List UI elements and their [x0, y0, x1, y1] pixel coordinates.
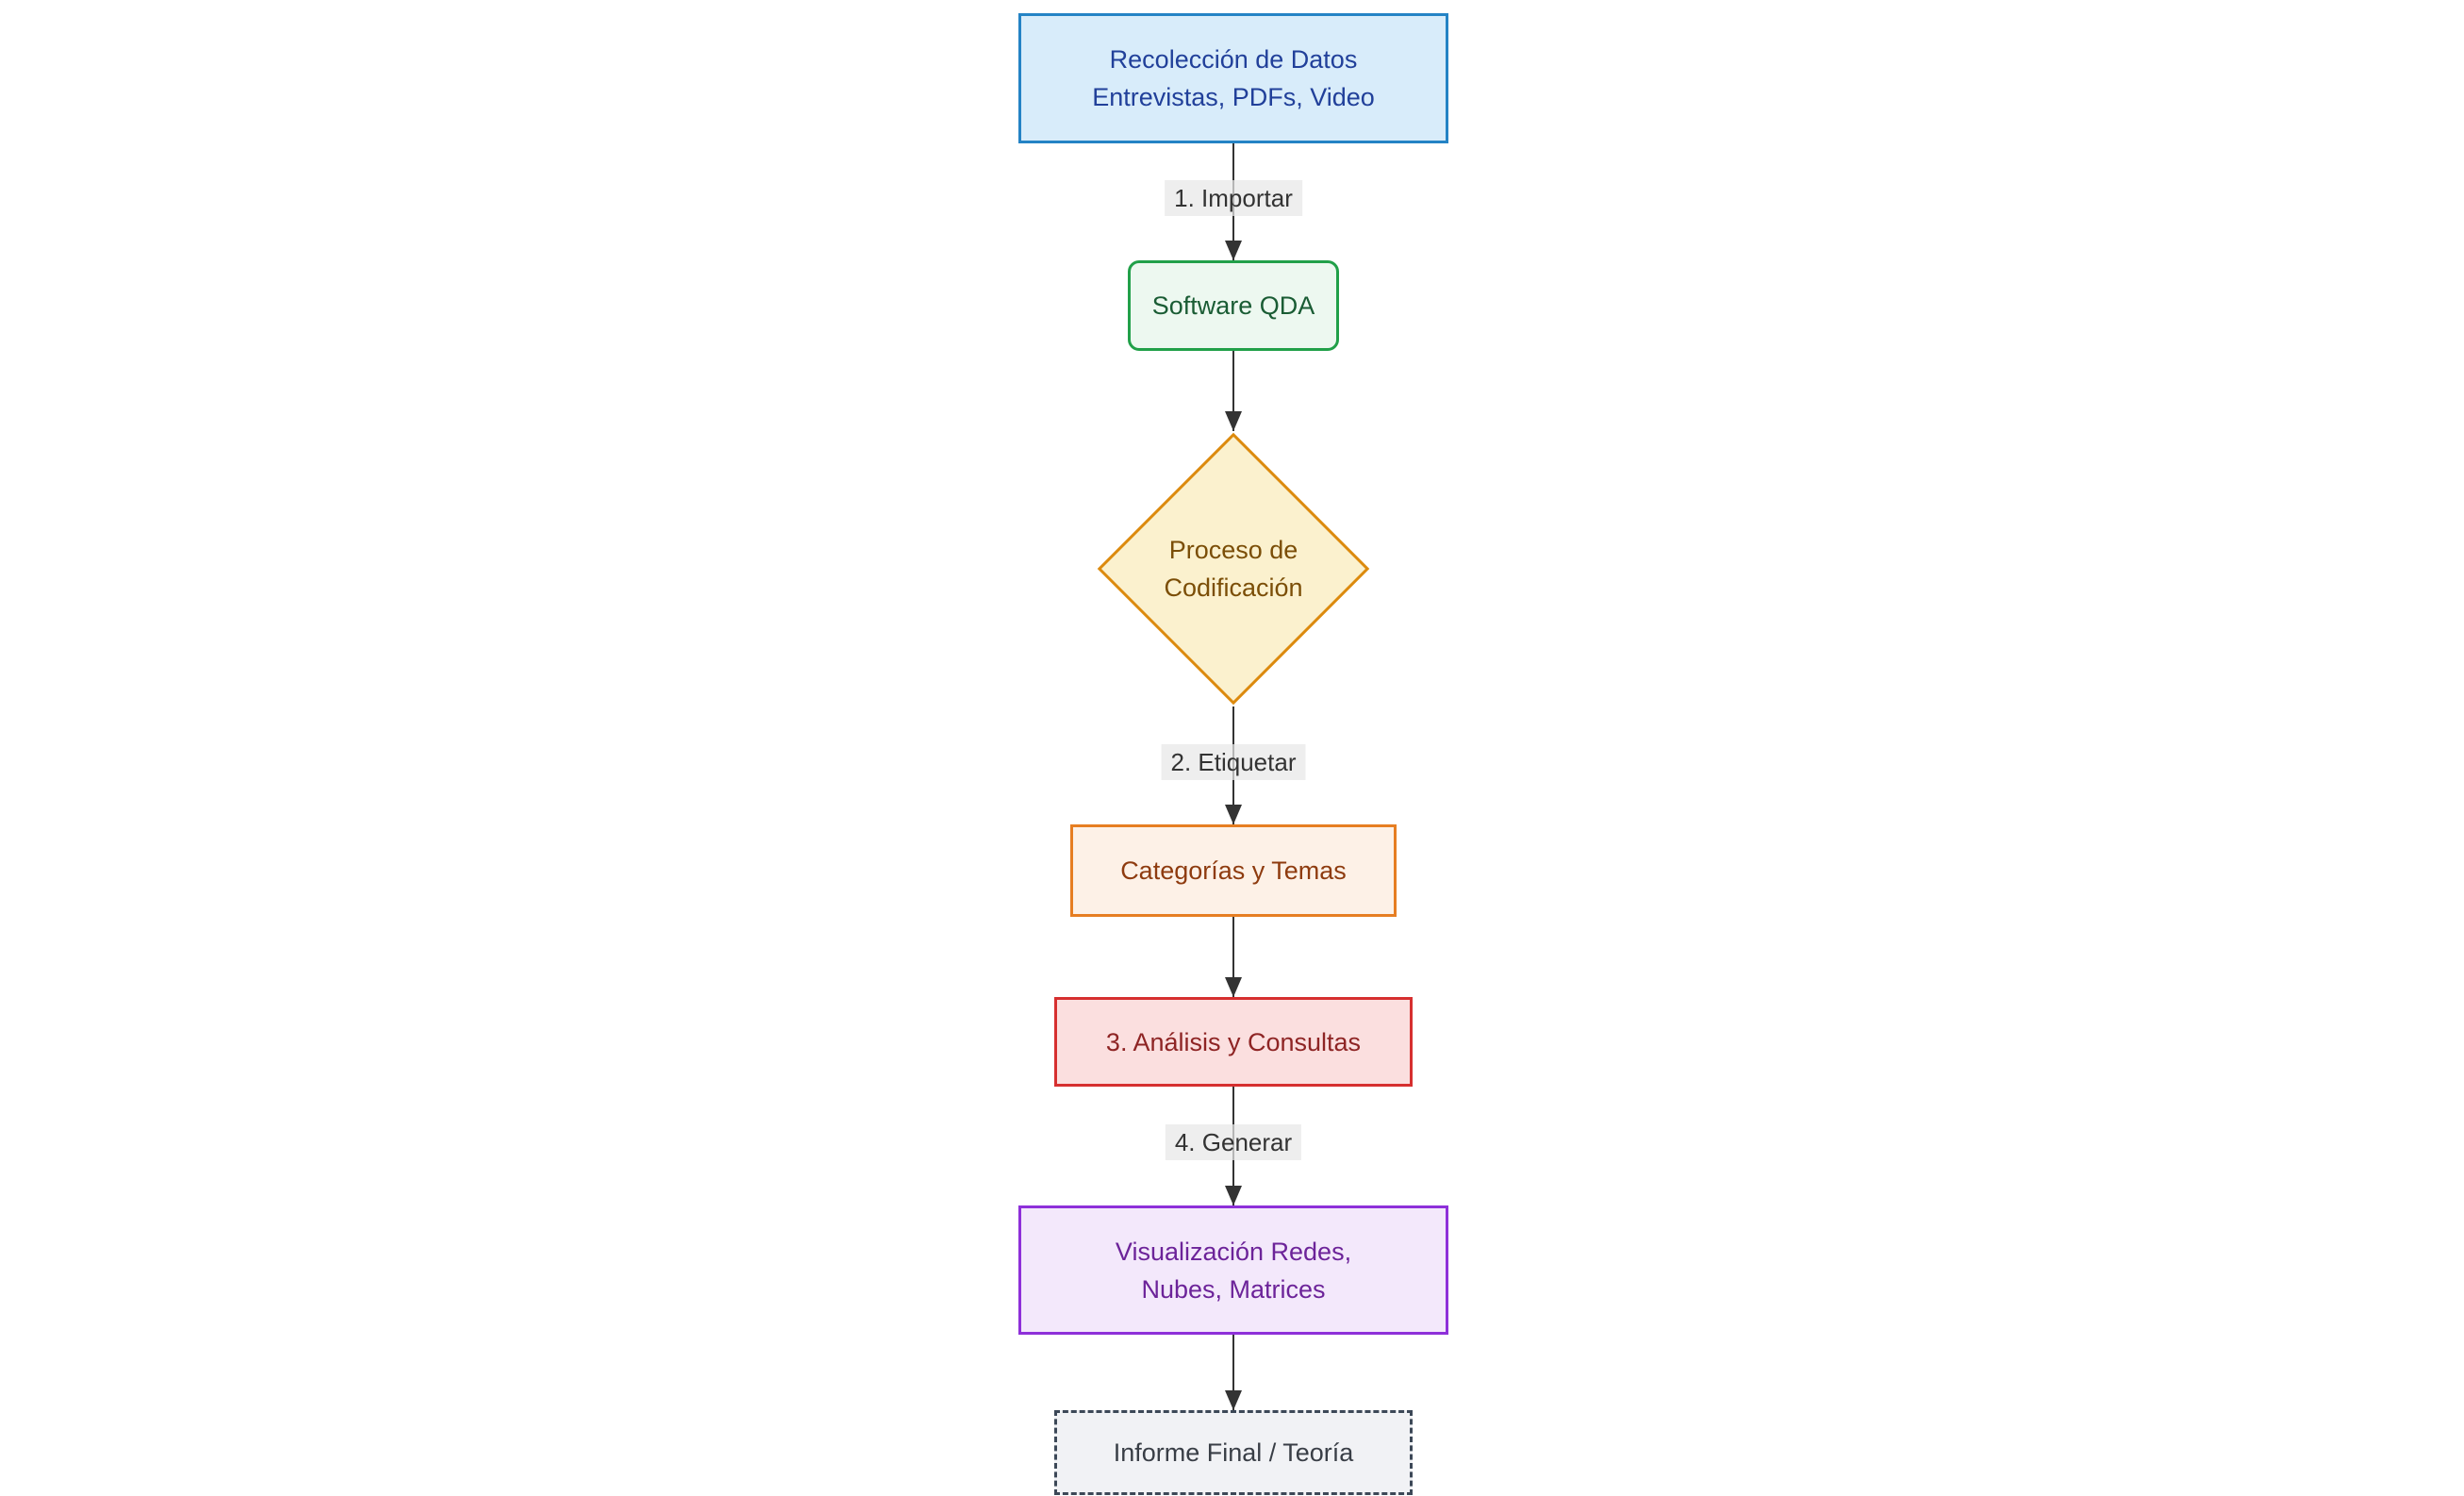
node-informe-final: Informe Final / Teoría	[1054, 1410, 1413, 1495]
node-text-line: Categorías y Temas	[1120, 856, 1347, 885]
node-text-line: Visualización Redes,	[1115, 1237, 1352, 1266]
node-text-line: Software QDA	[1151, 291, 1315, 320]
node-text-line: Codificación	[1164, 573, 1303, 602]
diamond-text: Proceso de Codificación	[1094, 431, 1373, 706]
node-text-line: Recolección de Datos	[1109, 45, 1358, 74]
node-text-line: Nubes, Matrices	[1141, 1274, 1326, 1304]
node-categorias-temas: Categorías y Temas	[1070, 824, 1397, 917]
arrowhead-icon	[1225, 805, 1242, 824]
arrowhead-icon	[1225, 1390, 1242, 1410]
edge-line	[1232, 351, 1234, 431]
edge-label-importar: 1. Importar	[1165, 180, 1302, 217]
flowchart-column: Recolección de Datos Entrevistas, PDFs, …	[1018, 13, 1448, 1495]
arrowhead-icon	[1225, 411, 1242, 431]
edge-qda-to-codificacion	[1018, 351, 1448, 431]
edge-label-etiquetar: 2. Etiquetar	[1161, 743, 1306, 780]
node-analisis-consultas: 3. Análisis y Consultas	[1054, 997, 1413, 1087]
edge-label-generar: 4. Generar	[1165, 1124, 1302, 1161]
node-visualizacion: Visualización Redes, Nubes, Matrices	[1018, 1205, 1448, 1335]
edge-line	[1232, 917, 1234, 997]
edge-etiquetar: 2. Etiquetar	[1018, 706, 1448, 824]
edge-generar: 4. Generar	[1018, 1087, 1448, 1205]
node-text-line: 3. Análisis y Consultas	[1105, 1027, 1362, 1056]
edge-categorias-to-analisis	[1018, 917, 1448, 997]
edge-visualizacion-to-informe	[1018, 1335, 1448, 1410]
node-software-qda: Software QDA	[1128, 260, 1339, 351]
edge-importar: 1. Importar	[1018, 143, 1448, 260]
node-text-line: Proceso de	[1168, 536, 1298, 564]
arrowhead-icon	[1225, 241, 1242, 260]
edge-line	[1232, 1335, 1234, 1410]
node-text-line: Entrevistas, PDFs, Video	[1092, 83, 1375, 111]
node-proceso-codificacion: Proceso de Codificación	[1094, 431, 1373, 706]
node-recoleccion-datos: Recolección de Datos Entrevistas, PDFs, …	[1018, 13, 1448, 143]
node-text-line: Informe Final / Teoría	[1113, 1438, 1354, 1467]
arrowhead-icon	[1225, 977, 1242, 997]
arrowhead-icon	[1225, 1186, 1242, 1205]
